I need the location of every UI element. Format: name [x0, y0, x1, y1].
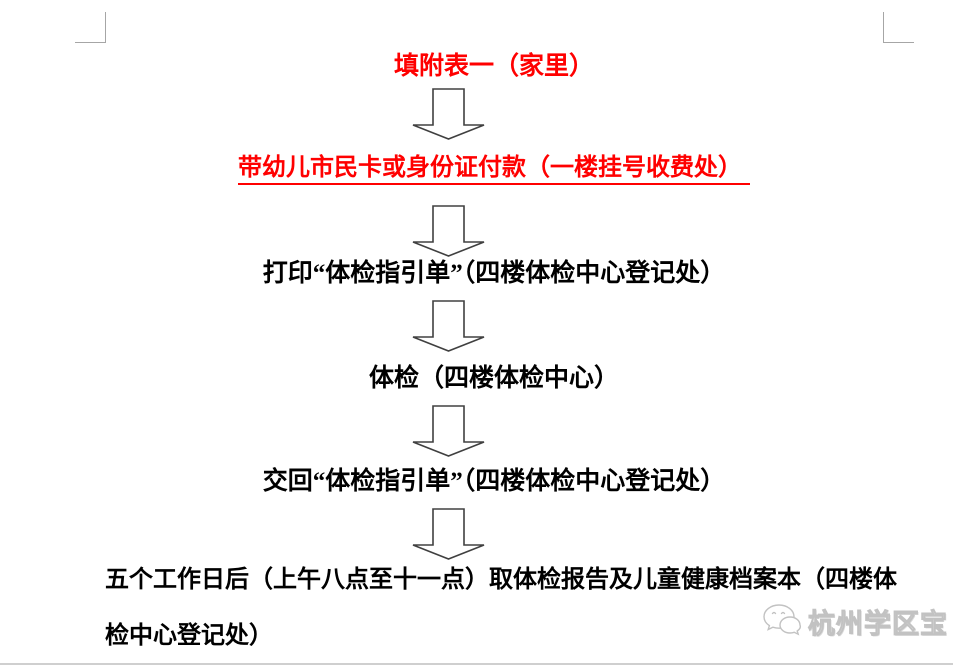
page-bottom-edge — [0, 663, 953, 665]
down-arrow-icon — [412, 88, 485, 140]
flow-step-2-label: 带幼儿市民卡或身份证付款（一楼挂号收费处） — [238, 155, 750, 185]
text-boundary-mark-top-left — [75, 12, 106, 43]
watermark: 杭州学区宝 — [762, 602, 948, 641]
down-arrow-icon — [412, 300, 485, 352]
text-boundary-mark-top-right — [883, 12, 914, 43]
flow-step-6: 五个工作日后（上午八点至十一点）取体检报告及儿童健康档案本（四楼体检中心登记处） — [105, 552, 905, 664]
down-arrow-icon — [412, 205, 485, 257]
watermark-label: 杭州学区宝 — [808, 609, 948, 640]
flow-step-6-label: 五个工作日后（上午八点至十一点）取体检报告及儿童健康档案本（四楼体检中心登记处） — [105, 567, 897, 649]
flow-step-4: 体检（四楼体检中心） — [105, 363, 883, 395]
flow-step-1: 填附表一（家里） — [105, 51, 883, 83]
flow-step-2: 带幼儿市民卡或身份证付款（一楼挂号收费处） — [105, 152, 883, 185]
wechat-icon — [763, 603, 802, 636]
flow-step-3-label: 打印“体检指引单”（四楼体检中心登记处） — [262, 260, 726, 287]
flow-step-4-label: 体检（四楼体检中心） — [368, 365, 619, 392]
flow-step-1-label: 填附表一（家里） — [393, 53, 594, 80]
flow-step-5-label: 交回“体检指引单”（四楼体检中心登记处） — [262, 468, 726, 495]
down-arrow-icon — [412, 405, 485, 457]
flow-step-3: 打印“体检指引单”（四楼体检中心登记处） — [105, 258, 883, 290]
flow-step-5: 交回“体检指引单”（四楼体检中心登记处） — [105, 466, 883, 498]
down-arrow-icon — [412, 508, 485, 560]
